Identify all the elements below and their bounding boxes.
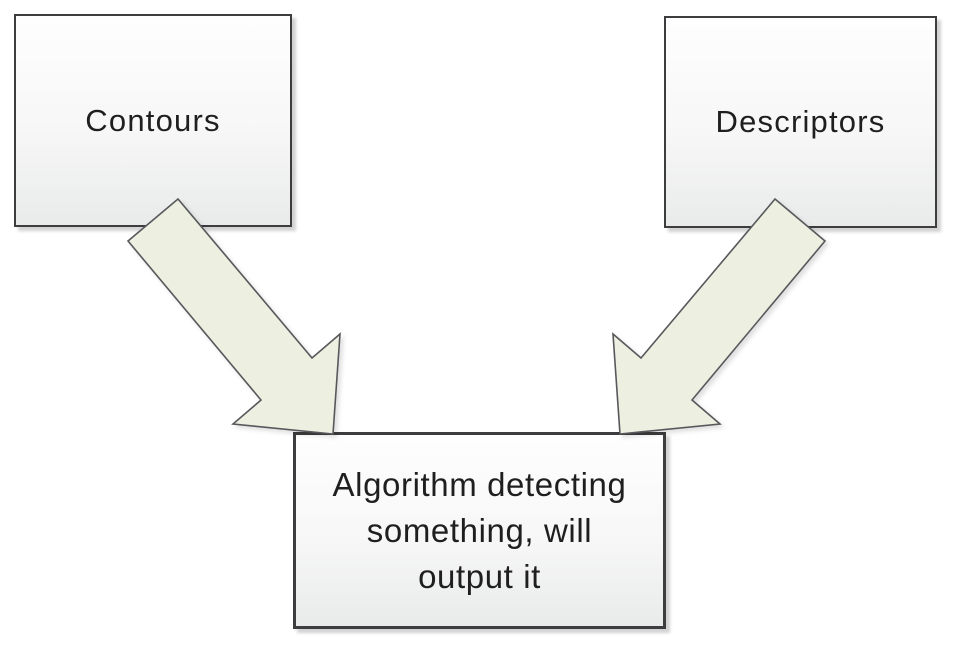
node-algorithm-label-line3: output it [418,557,541,595]
block-arrow-left-icon [126,197,341,435]
node-algorithm-label-line1: Algorithm detecting [332,465,627,503]
node-descriptors-label: Descriptors [715,104,886,139]
node-contours-label: Contours [85,102,221,138]
node-algorithm-label-line2: something, will [366,511,593,549]
node-descriptors: Descriptors [664,16,937,228]
block-arrow-right-icon [612,197,827,435]
node-algorithm-label: Algorithm detecting something, will outp… [333,462,627,600]
node-algorithm: Algorithm detecting something, will outp… [293,432,666,629]
node-contours: Contours [14,14,292,227]
